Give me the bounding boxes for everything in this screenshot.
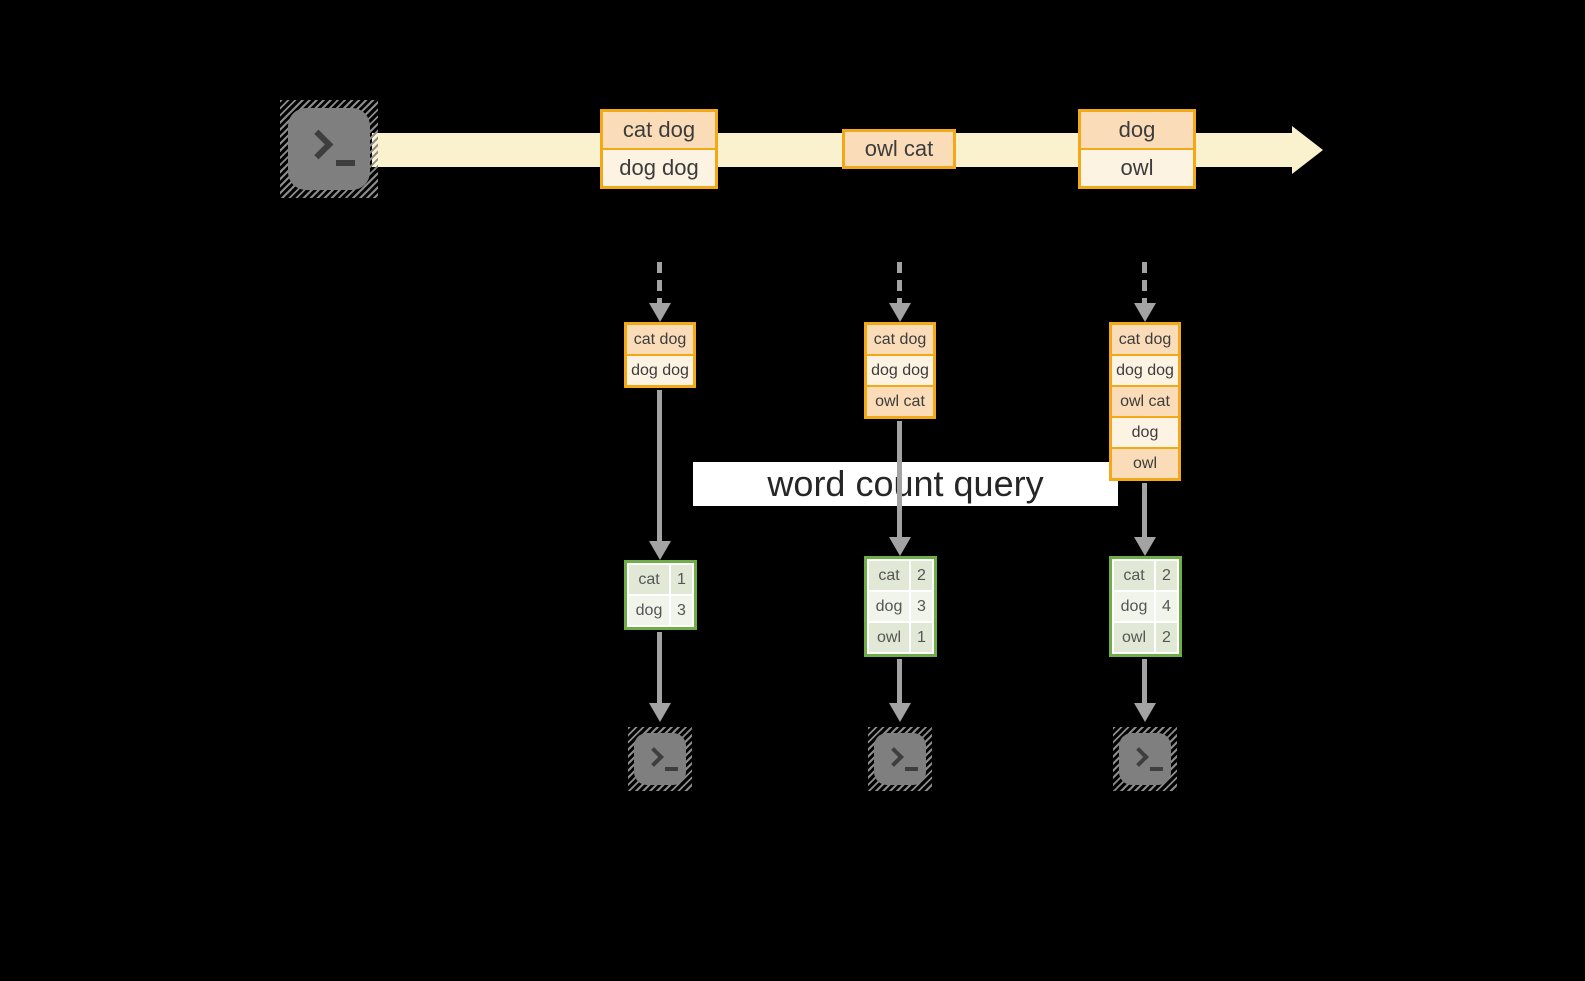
terminal-source-icon bbox=[280, 100, 378, 198]
count-cell: 1 bbox=[911, 623, 932, 652]
ingest-arrowhead-1 bbox=[649, 303, 671, 322]
count-cell: 1 bbox=[671, 565, 692, 594]
count-cell: 3 bbox=[911, 592, 932, 621]
stream-record: cat dog bbox=[603, 112, 715, 148]
terminal-screen bbox=[288, 108, 370, 190]
query-label: word count query bbox=[693, 462, 1118, 506]
query-arrowhead-3 bbox=[1134, 537, 1156, 556]
prompt-underscore-icon bbox=[1150, 767, 1163, 771]
input-line: cat dog bbox=[1112, 325, 1178, 354]
accumulated-input-2: cat dog dog dog owl cat bbox=[864, 322, 936, 419]
input-line: owl cat bbox=[867, 385, 933, 416]
output-arrow-stem-2 bbox=[897, 659, 902, 703]
input-line: cat dog bbox=[867, 325, 933, 354]
output-arrowhead-1 bbox=[649, 703, 671, 722]
count-table-1: cat 1 dog 3 bbox=[624, 560, 697, 630]
count-table-3: cat 2 dog 4 owl 2 bbox=[1109, 556, 1182, 657]
input-line: dog dog bbox=[867, 354, 933, 385]
stream-batch-1: cat dog dog dog bbox=[600, 109, 718, 189]
stream-arrowhead-icon bbox=[1292, 126, 1323, 174]
output-arrow-stem-3 bbox=[1142, 659, 1147, 703]
terminal-sink-icon-2 bbox=[868, 727, 932, 791]
query-arrow-stem-1 bbox=[657, 390, 662, 541]
word-cell: dog bbox=[629, 596, 669, 625]
count-cell: 2 bbox=[1156, 623, 1177, 652]
query-arrowhead-2 bbox=[889, 537, 911, 556]
output-arrowhead-2 bbox=[889, 703, 911, 722]
word-cell: owl bbox=[869, 623, 909, 652]
prompt-underscore-icon bbox=[905, 767, 918, 771]
input-line: dog dog bbox=[1112, 354, 1178, 385]
count-cell: 4 bbox=[1156, 592, 1177, 621]
ingest-arrow-stem-1 bbox=[657, 262, 662, 303]
prompt-chevron-icon bbox=[303, 129, 334, 160]
ingest-arrow-stem-2 bbox=[897, 262, 902, 303]
accumulated-input-1: cat dog dog dog bbox=[624, 322, 696, 388]
stream-record: dog bbox=[1081, 112, 1193, 148]
stream-record: owl bbox=[1081, 148, 1193, 186]
stream-batch-2: owl cat bbox=[842, 129, 956, 169]
word-cell: cat bbox=[1114, 561, 1154, 590]
terminal-sink-icon-1 bbox=[628, 727, 692, 791]
terminal-sink-icon-3 bbox=[1113, 727, 1177, 791]
ingest-arrow-stem-3 bbox=[1142, 262, 1147, 303]
output-arrowhead-3 bbox=[1134, 703, 1156, 722]
output-arrow-stem-1 bbox=[657, 632, 662, 703]
word-cell: cat bbox=[869, 561, 909, 590]
word-cell: dog bbox=[1114, 592, 1154, 621]
query-arrowhead-1 bbox=[649, 541, 671, 560]
stream-record: owl cat bbox=[845, 132, 953, 166]
ingest-arrowhead-2 bbox=[889, 303, 911, 322]
terminal-screen bbox=[874, 733, 926, 785]
prompt-chevron-icon bbox=[1129, 747, 1149, 767]
stream-batch-3: dog owl bbox=[1078, 109, 1196, 189]
count-cell: 2 bbox=[1156, 561, 1177, 590]
input-line: dog bbox=[1112, 416, 1178, 447]
count-cell: 3 bbox=[671, 596, 692, 625]
query-arrow-stem-3 bbox=[1142, 483, 1147, 537]
terminal-screen bbox=[1119, 733, 1171, 785]
count-table-2: cat 2 dog 3 owl 1 bbox=[864, 556, 937, 657]
input-line: dog dog bbox=[627, 354, 693, 385]
word-cell: dog bbox=[869, 592, 909, 621]
ingest-arrowhead-3 bbox=[1134, 303, 1156, 322]
accumulated-input-3: cat dog dog dog owl cat dog owl bbox=[1109, 322, 1181, 481]
word-cell: owl bbox=[1114, 623, 1154, 652]
input-line: owl cat bbox=[1112, 385, 1178, 416]
count-cell: 2 bbox=[911, 561, 932, 590]
prompt-underscore-icon bbox=[336, 160, 355, 166]
prompt-underscore-icon bbox=[665, 767, 678, 771]
word-cell: cat bbox=[629, 565, 669, 594]
input-line: cat dog bbox=[627, 325, 693, 354]
prompt-chevron-icon bbox=[884, 747, 904, 767]
query-arrow-stem-2 bbox=[897, 421, 902, 537]
prompt-chevron-icon bbox=[644, 747, 664, 767]
terminal-screen bbox=[634, 733, 686, 785]
input-line: owl bbox=[1112, 447, 1178, 478]
stream-record: dog dog bbox=[603, 148, 715, 186]
